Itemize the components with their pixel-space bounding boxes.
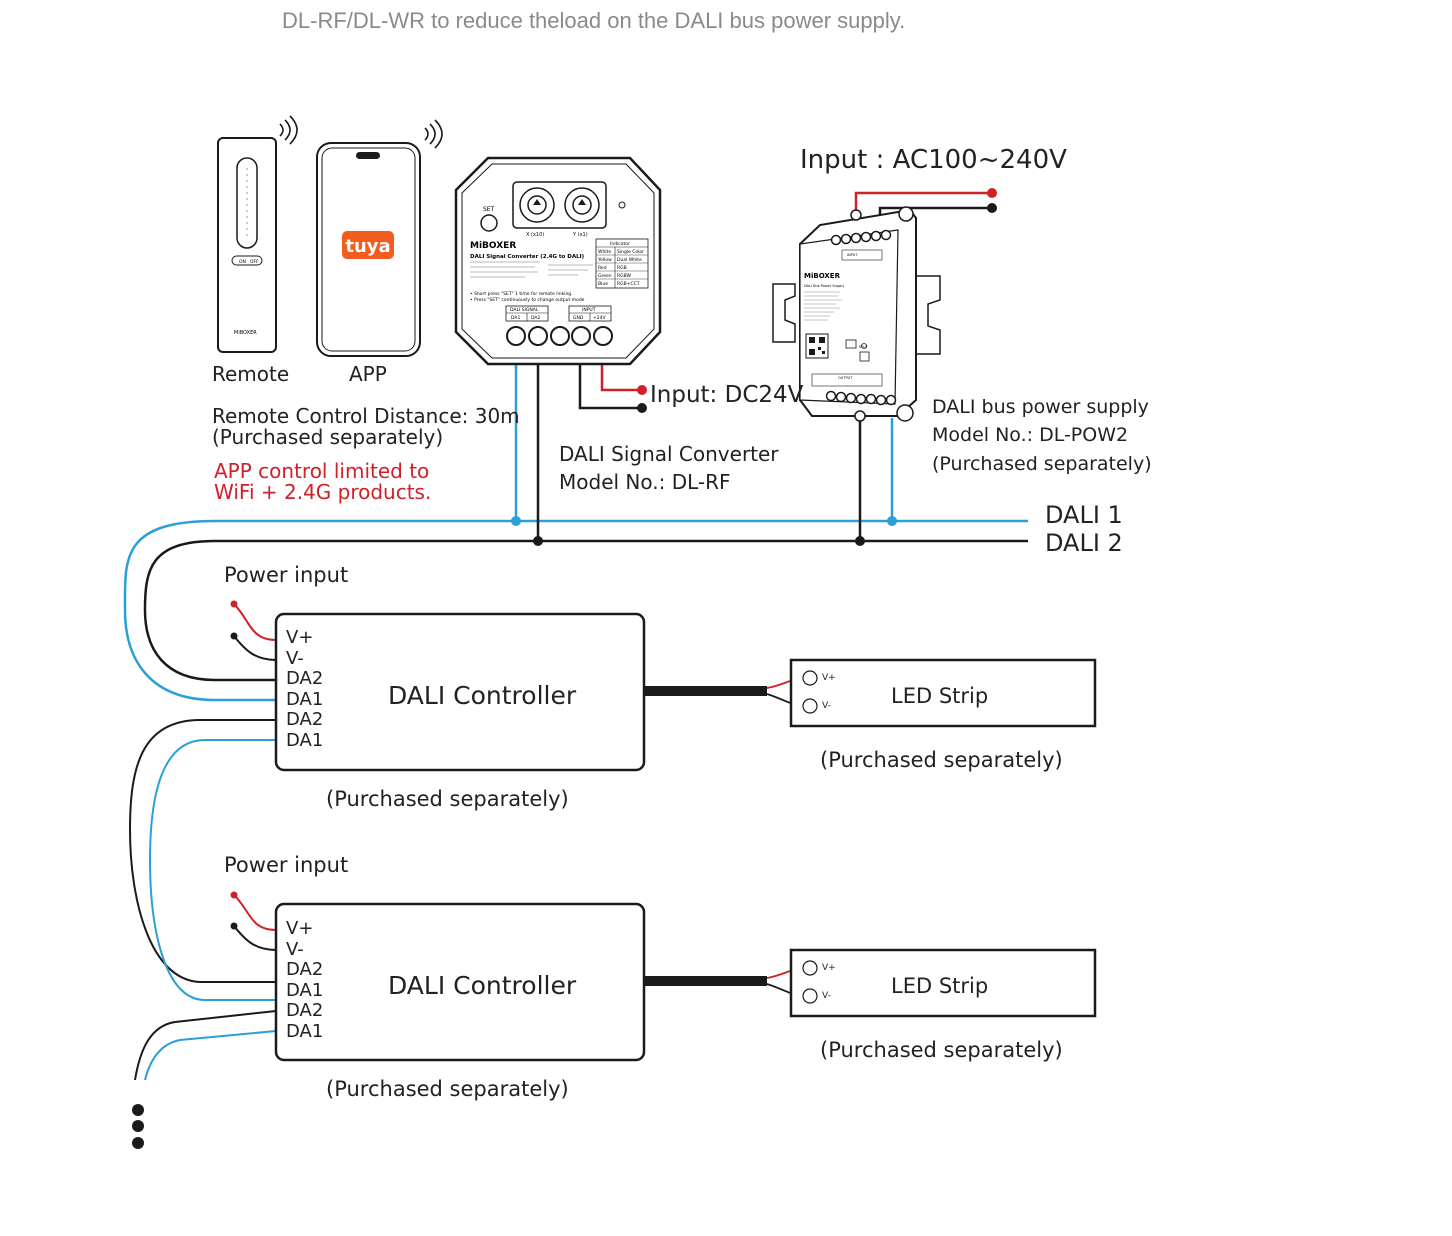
continuation-dots [132, 1104, 144, 1149]
indicator-color: White [598, 249, 611, 255]
converter-note-2: • Press "SET" continuously to change out… [470, 297, 585, 303]
dali1-label: DALI 1 [1045, 501, 1123, 529]
ac-input-label: Input : AC100~240V [800, 145, 1067, 175]
dial-x-label: X (x10) [526, 232, 544, 238]
strip-1-vminus: V- [822, 701, 831, 711]
indicator-mode: Single Color [617, 249, 644, 255]
psu-model: Model No.: DL-POW2 [932, 424, 1129, 446]
app-label: APP [349, 362, 387, 386]
indicator-color: Yellow [597, 257, 612, 263]
psu-title: DALI bus power supply [932, 396, 1149, 418]
term-24v-label: +24V [593, 315, 606, 321]
strip-2-title: LED Strip [891, 974, 989, 998]
controller-2-title: DALI Controller [388, 971, 577, 1000]
strip-1-purchase-note: (Purchased separately) [820, 748, 1063, 772]
dali1-bus-line [123, 519, 1028, 702]
indicator-mode: Dual White [617, 257, 642, 263]
converter-model: Model No.: DL-RF [559, 470, 731, 494]
psu-purchase-note: (Purchased separately) [932, 453, 1152, 475]
dali2-bus-line [143, 539, 1028, 682]
terminal-label: DA2 [286, 959, 324, 980]
indicator-color: Green [598, 273, 612, 279]
remote-brand-text: MiBOXER [234, 330, 257, 336]
dali-controller-1-box [274, 612, 646, 772]
remote-purchase-note: (Purchased separately) [212, 425, 444, 449]
term-gnd-label: GND [573, 315, 584, 321]
indicator-color: Red [598, 265, 607, 271]
terminal-label: V+ [286, 627, 314, 648]
psu-selv-label: SELV [859, 345, 868, 349]
converter-device: X (x10) Y (x1) SET MiBOXER DALI Signal C… [454, 156, 662, 366]
term-da1-label: DA1 [511, 315, 520, 321]
terminal-label: DA2 [286, 1000, 324, 1021]
app-note-line-1: APP control limited to [214, 459, 430, 483]
terminal-label: V- [286, 647, 304, 669]
dali-controller-2-box [274, 902, 646, 1062]
converter-dc-input-wires [578, 364, 647, 413]
tuya-logo [342, 231, 394, 259]
converter-note-1: • Short press "SET" 1 time for remote li… [470, 291, 573, 297]
terminal-label: DA1 [286, 729, 324, 751]
remote-label: Remote [212, 362, 290, 386]
remote-distance: Remote Control Distance: 30m [212, 404, 520, 428]
term-da2-label: DA2 [531, 315, 540, 321]
controller-1-terminals: V+ V- DA2 DA1 DA2 DA1 [286, 627, 324, 751]
strip-2-vplus: V+ [822, 963, 836, 973]
strip-1-vplus: V+ [822, 673, 836, 683]
dial-y-label: Y (x1) [572, 232, 588, 238]
led-strip-2 [789, 948, 1097, 1018]
converter-title: DALI Signal Converter [559, 442, 779, 466]
power-input-label: Power input [224, 853, 349, 877]
dali-bus [123, 364, 1028, 702]
set-button [480, 214, 498, 232]
term-signal-label: DALI SIGNAL [510, 307, 539, 313]
terminal-label: DA1 [286, 979, 324, 1001]
psu-brand: MiBOXER [804, 272, 841, 280]
phone-device: tuya [316, 119, 443, 357]
terminal-label: DA1 [286, 1020, 324, 1042]
term-input-label: INPUT [582, 307, 596, 313]
strip-2-vminus: V- [822, 991, 831, 1001]
qr-code-icon [805, 333, 829, 359]
power-input-label: Power input [224, 563, 349, 587]
indicator-mode: RGBW [617, 273, 632, 279]
psu-input-label: INPUT [847, 253, 858, 257]
converter-brand: MiBOXER [470, 241, 516, 251]
remote-on-text: ON [239, 259, 246, 265]
app-note-line-2: WiFi + 2.4G products. [214, 480, 432, 504]
controller-2-terminals: V+ V- DA2 DA1 DA2 DA1 [286, 918, 324, 1042]
psu-ac-input-wires [854, 188, 997, 215]
converter-product-line: DALI Signal Converter (2.4G to DALI) [470, 254, 585, 260]
controller-1-title: DALI Controller [388, 681, 577, 710]
controller-1-purchase-note: (Purchased separately) [326, 787, 569, 811]
remote-off-text: OFF [250, 259, 259, 265]
page-caption: DL-RF/DL-WR to reduce theload on the DAL… [282, 8, 906, 33]
psu-device: INPUT MiBOXER DALI Bus Power Supply SELV… [772, 206, 941, 422]
terminal-label: V+ [286, 918, 314, 939]
strip-2-purchase-note: (Purchased separately) [820, 1038, 1063, 1062]
strip-1-title: LED Strip [891, 684, 989, 708]
indicator-color: Blue [598, 281, 608, 287]
controller-1-wiring [128, 600, 801, 1001]
psu-output-label: OUTPUT [838, 376, 853, 380]
dali2-label: DALI 2 [1045, 529, 1123, 557]
led-strip-1 [789, 658, 1097, 728]
controller-2-purchase-note: (Purchased separately) [326, 1077, 569, 1101]
terminal-label: DA2 [286, 709, 324, 730]
controller-2-wiring [134, 891, 801, 1081]
terminal-label: V- [286, 938, 304, 960]
converter-input-label: Input: DC24V [650, 382, 804, 408]
psu-product-line: DALI Bus Power Supply [804, 284, 844, 288]
indicator-mode: RGB+CCT [617, 281, 640, 287]
indicator-mode: RGB [617, 265, 627, 271]
indicator-header: Indicator [610, 241, 630, 247]
remote-device: ON OFF MiBOXER [217, 115, 298, 353]
terminal-label: DA2 [286, 668, 324, 689]
set-label: SET [483, 206, 495, 213]
tuya-logo-text: tuya [345, 236, 390, 257]
terminal-label: DA1 [286, 688, 324, 710]
